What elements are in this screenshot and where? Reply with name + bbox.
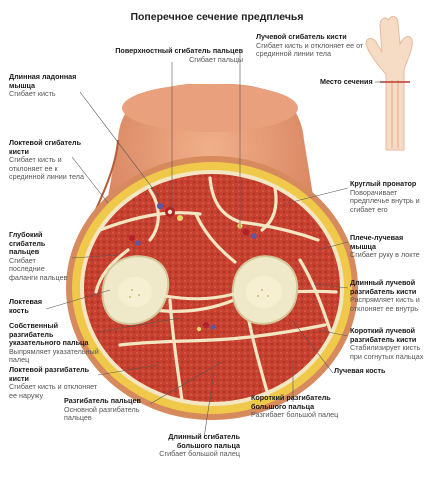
- label-ecu: Локтевой разгибатель кисти Сгибает кисть…: [9, 365, 101, 400]
- label-name: Длинный лучевой разгибатель кисти: [350, 278, 417, 296]
- label-name: Место сечения: [320, 77, 373, 86]
- label-desc: Разгибает большой палец: [251, 410, 339, 420]
- label-name: Короткий разгибатель большого пальца: [251, 393, 331, 411]
- label-name: Локтевой разгибатель кисти: [9, 365, 90, 383]
- label-name: Поверхностный сгибатель пальцев: [115, 46, 243, 55]
- label-desc: Распрямляет кисть и отклоняет ее внутрь: [350, 295, 420, 313]
- label-ecrl: Длинный лучевой разгибатель кисти Распря…: [350, 278, 430, 313]
- label-name: Длинная ладонная мышца: [9, 72, 77, 90]
- label-name: Длинный сгибатель большого пальца: [168, 432, 240, 450]
- label-desc: Сгибает кисть и отклоняет ее к срединной…: [9, 155, 84, 182]
- fascia-septa: [94, 176, 338, 402]
- label-fcu: Локтевой сгибатель кисти Сгибает кисть и…: [9, 138, 95, 182]
- label-ei: Собственный разгибатель указательного па…: [9, 321, 101, 365]
- label-name: Короткий лучевой разгибатель кисти: [350, 326, 417, 344]
- label-name: Лучевая кость: [334, 366, 386, 375]
- vessels-nerves: [129, 202, 257, 332]
- label-desc: Сгибает кисть: [9, 89, 56, 99]
- label-desc: Сгибает последние фаланги пальцев: [9, 255, 68, 282]
- label-name: Глубокий сгибатель пальцев: [9, 230, 46, 257]
- label-desc: Выпрямляет указательный палец: [9, 346, 99, 365]
- label-fds: Поверхностный сгибатель пальцев Сгибает …: [98, 46, 243, 64]
- label-name: Плече-лучевая мышца: [350, 233, 404, 251]
- label-name: Разгибатель пальцев: [64, 396, 141, 405]
- label-name: Локтевая кость: [9, 297, 43, 315]
- label-desc: Сгибает кисть и отклоняет ее от срединно…: [256, 40, 364, 59]
- label-desc: Основной разгибатель пальцев: [64, 404, 140, 423]
- label-pl: Длинная ладонная мышца Сгибает кисть: [9, 72, 89, 99]
- label-name: Локтевой сгибатель кисти: [9, 138, 82, 156]
- label-fdp: Глубокий сгибатель пальцев Сгибает после…: [9, 230, 73, 283]
- label-name: Собственный разгибатель указательного па…: [9, 321, 89, 348]
- page-title: Поперечное сечение предплечья: [130, 11, 304, 23]
- ulna-bone: [101, 255, 170, 325]
- inset-arm-illustration: [365, 16, 413, 151]
- label-desc: Сгибает руку в локте: [350, 250, 420, 260]
- label-pt: Круглый пронатор Поворачивает предплечье…: [350, 179, 430, 214]
- label-desc: Поворачивает предплечье внутрь и сгибает…: [350, 187, 420, 214]
- tube-top-opening: [122, 84, 298, 132]
- label-ecrb: Короткий лучевой разгибатель кисти Стаби…: [350, 326, 430, 361]
- label-ulna: Локтевая кость: [9, 297, 53, 315]
- label-radius: Лучевая кость: [334, 366, 414, 376]
- radius-bone: [231, 255, 299, 325]
- label-section: Место сечения: [320, 77, 390, 87]
- interosseous-membrane: [164, 292, 235, 301]
- label-ed: Разгибатель пальцев Основной разгибатель…: [64, 396, 154, 423]
- label-desc: Сгибает большой палец: [159, 449, 240, 459]
- label-fcr: Лучевой сгибатель кисти Сгибает кисть и …: [256, 32, 376, 59]
- label-epb: Короткий разгибатель большого пальца Раз…: [251, 393, 341, 420]
- label-desc: Сгибает пальцы: [189, 54, 243, 64]
- label-br: Плече-лучевая мышца Сгибает руку в локте: [350, 233, 430, 260]
- label-desc: Стабилизирует кисть при согнутых пальцах: [350, 343, 424, 361]
- muscle-mass: [84, 174, 340, 402]
- leader-lines: [45, 52, 386, 439]
- label-desc: Сгибает кисть и отклоняет ее наружу: [9, 382, 98, 400]
- label-name: Лучевой сгибатель кисти: [256, 32, 347, 41]
- label-name: Круглый пронатор: [350, 179, 417, 188]
- label-fpl: Длинный сгибатель большого пальца Сгибае…: [140, 432, 240, 459]
